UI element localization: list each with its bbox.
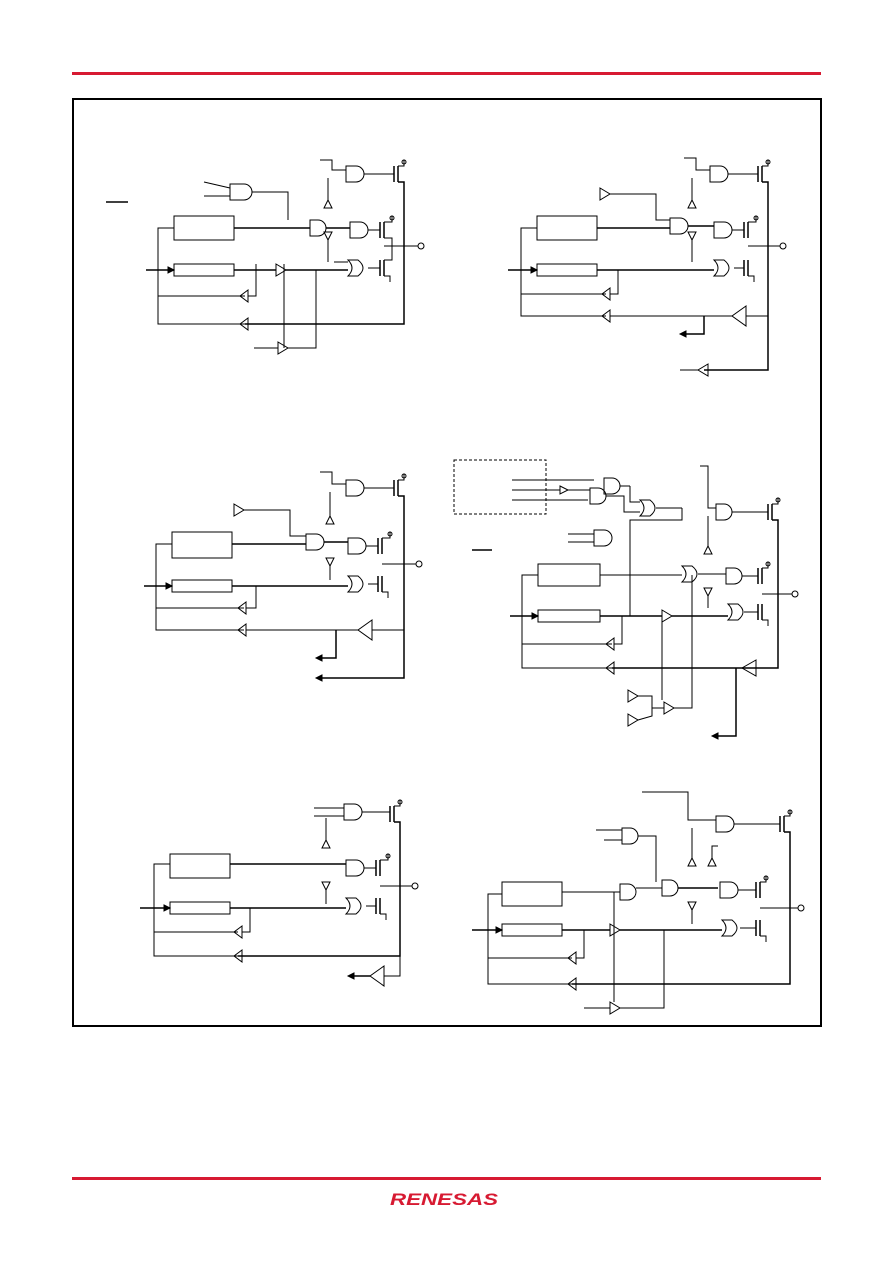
buffer-triangle bbox=[610, 924, 620, 936]
and-gate bbox=[346, 480, 364, 496]
or-gate bbox=[348, 576, 363, 592]
circuit-panel-a bbox=[106, 160, 424, 354]
circuit-panel-b bbox=[508, 158, 786, 376]
buffer-triangle bbox=[704, 588, 712, 596]
circuit-panel-e bbox=[140, 800, 418, 986]
buffer-triangle bbox=[610, 1002, 620, 1014]
or-gate bbox=[348, 260, 363, 276]
and-gate bbox=[604, 478, 620, 494]
and-gate bbox=[726, 568, 742, 584]
latch-block bbox=[537, 216, 597, 240]
latch-block bbox=[170, 902, 230, 914]
buffer-triangle bbox=[600, 188, 610, 200]
buffer-triangle bbox=[234, 950, 242, 962]
schmitt-buffer bbox=[742, 660, 756, 676]
renesas-logo: RENESAS bbox=[388, 1188, 500, 1210]
buffer-triangle bbox=[278, 342, 288, 354]
and-gate bbox=[310, 220, 326, 236]
buffer-triangle bbox=[628, 690, 638, 702]
latch-block bbox=[538, 564, 600, 586]
buffer-triangle bbox=[688, 200, 696, 208]
latch-block bbox=[174, 264, 234, 276]
and-gate bbox=[720, 882, 738, 898]
or-gate bbox=[714, 260, 729, 276]
buffer-triangle bbox=[326, 558, 334, 566]
latch-block bbox=[538, 610, 600, 622]
and-gate bbox=[662, 880, 678, 896]
buffer-triangle bbox=[698, 364, 708, 376]
circuit-panel-d bbox=[454, 460, 798, 739]
and-gate bbox=[306, 534, 324, 550]
latch-block bbox=[537, 264, 597, 276]
latch-block bbox=[170, 854, 230, 878]
and-gate bbox=[590, 488, 606, 504]
buffer-triangle bbox=[560, 486, 568, 494]
and-gate bbox=[714, 222, 732, 238]
logo-text: RENESAS bbox=[390, 1190, 499, 1209]
schmitt-buffer bbox=[358, 620, 372, 640]
buffer-triangle bbox=[606, 662, 614, 674]
buffer-triangle bbox=[688, 902, 696, 910]
or-gate bbox=[722, 920, 737, 936]
and-gate bbox=[344, 804, 362, 820]
buffer-triangle bbox=[568, 978, 576, 990]
schmitt-buffer bbox=[732, 306, 746, 326]
buffer-triangle bbox=[324, 232, 332, 240]
latch-block bbox=[172, 532, 232, 558]
and-gate bbox=[346, 860, 364, 876]
or-gate bbox=[346, 898, 361, 914]
or-gate bbox=[728, 604, 743, 620]
and-gate bbox=[670, 218, 688, 234]
buffer-triangle bbox=[688, 858, 696, 866]
header-rule bbox=[72, 72, 821, 75]
logo-wordmark: RENESAS bbox=[390, 1190, 499, 1209]
circuit-panel-c bbox=[144, 472, 422, 681]
and-gate bbox=[230, 184, 252, 200]
and-gate bbox=[716, 816, 734, 832]
latch-block bbox=[502, 882, 562, 906]
dashed-group-box bbox=[454, 460, 546, 514]
and-gate bbox=[716, 504, 732, 520]
and-gate bbox=[620, 884, 636, 900]
latch-block bbox=[172, 580, 232, 592]
and-gate bbox=[348, 538, 366, 554]
latch-block bbox=[502, 924, 562, 936]
or-gate bbox=[640, 500, 655, 516]
buffer-triangle bbox=[234, 504, 244, 516]
and-gate bbox=[346, 166, 364, 182]
and-gate bbox=[594, 530, 612, 546]
schematic-frame bbox=[72, 98, 822, 1027]
and-gate bbox=[710, 166, 728, 182]
buffer-triangle bbox=[326, 516, 334, 524]
schmitt-buffer bbox=[370, 966, 384, 986]
buffer-triangle bbox=[324, 200, 332, 208]
buffer-triangle bbox=[704, 546, 712, 554]
buffer-triangle bbox=[708, 858, 716, 866]
and-gate bbox=[350, 222, 368, 238]
buffer-triangle bbox=[664, 702, 674, 714]
latch-block bbox=[174, 216, 234, 240]
buffer-triangle bbox=[322, 882, 330, 890]
footer-rule bbox=[72, 1177, 821, 1180]
buffer-triangle bbox=[688, 232, 696, 240]
buffer-triangle bbox=[240, 318, 248, 330]
and-gate bbox=[622, 828, 638, 844]
or-gate bbox=[682, 566, 697, 582]
circuit-panel-f bbox=[472, 792, 804, 1014]
buffer-triangle bbox=[662, 610, 672, 622]
buffer-triangle bbox=[322, 840, 330, 848]
buffer-triangle bbox=[628, 714, 638, 726]
